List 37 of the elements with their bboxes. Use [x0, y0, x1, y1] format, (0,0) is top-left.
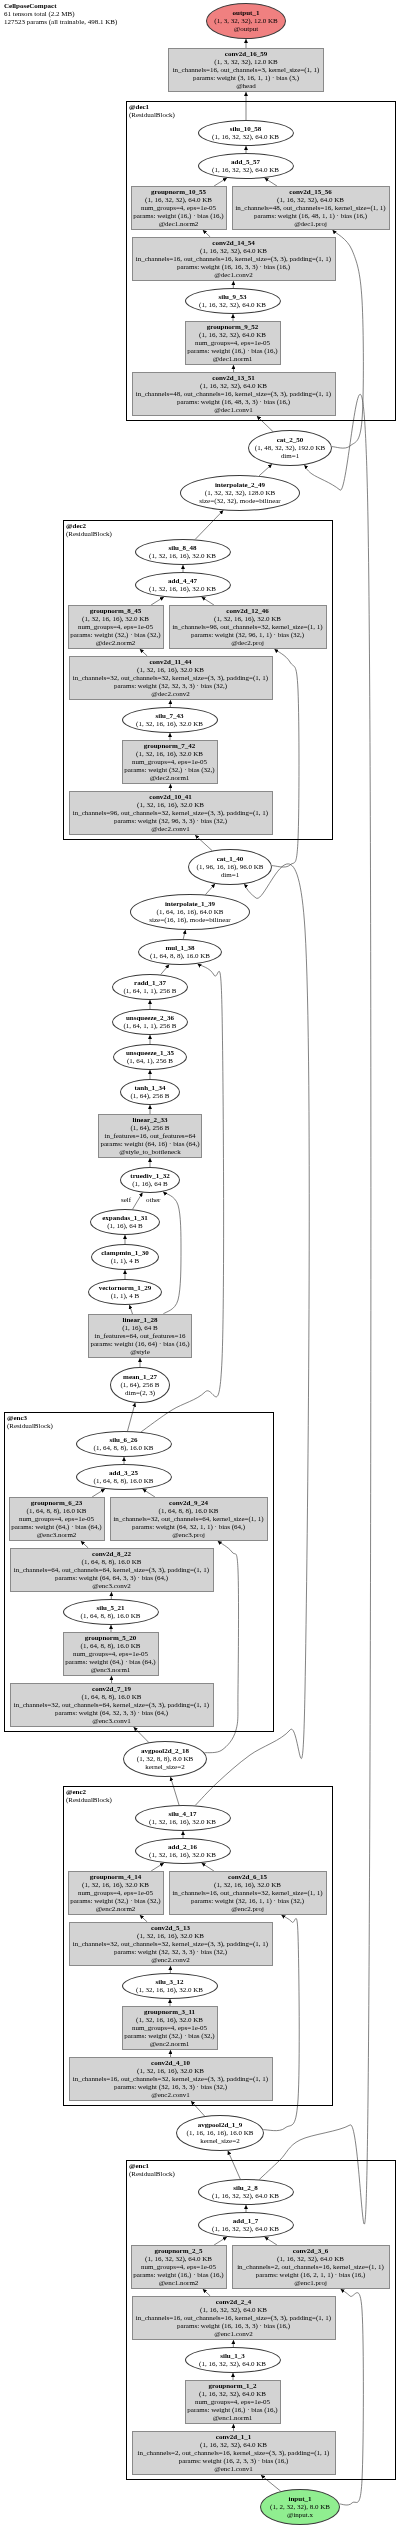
layer-box [68, 790, 273, 835]
layer-box [68, 655, 273, 700]
layer-box [68, 2056, 273, 2101]
layer-box [68, 1921, 273, 1966]
layer-box [131, 371, 336, 416]
module-frame [126, 2160, 396, 2480]
layer-box [168, 1870, 327, 1915]
layer-box [98, 1114, 202, 1158]
layer-box [9, 1547, 214, 1592]
layer-box [67, 1870, 164, 1915]
layer-box [130, 185, 227, 230]
layer-box [121, 2005, 218, 2050]
layer-box [130, 2244, 227, 2289]
op-ellipse [110, 1367, 170, 1403]
module-frame [63, 520, 333, 840]
module-frame [4, 1412, 274, 1732]
layer-box [168, 604, 327, 649]
layer-box [168, 48, 324, 92]
layer-box [88, 1314, 192, 1358]
layer-box [109, 1496, 268, 1541]
op-ellipse [120, 1167, 180, 1193]
layer-box [231, 185, 390, 230]
layer-box [9, 1682, 214, 1727]
op-ellipse [120, 1079, 180, 1105]
layer-box [62, 1631, 159, 1676]
layer-box [8, 1496, 105, 1541]
layer-box [184, 2379, 281, 2424]
op-ellipse [188, 849, 272, 885]
layer-box [131, 2295, 336, 2340]
module-frame [126, 101, 396, 421]
layer-box [184, 320, 281, 365]
layer-box [67, 604, 164, 649]
layer-box [231, 2244, 390, 2289]
layer-box [121, 739, 218, 784]
layer-box [131, 236, 336, 281]
layer-box [131, 2430, 336, 2475]
module-frame [63, 1786, 333, 2106]
